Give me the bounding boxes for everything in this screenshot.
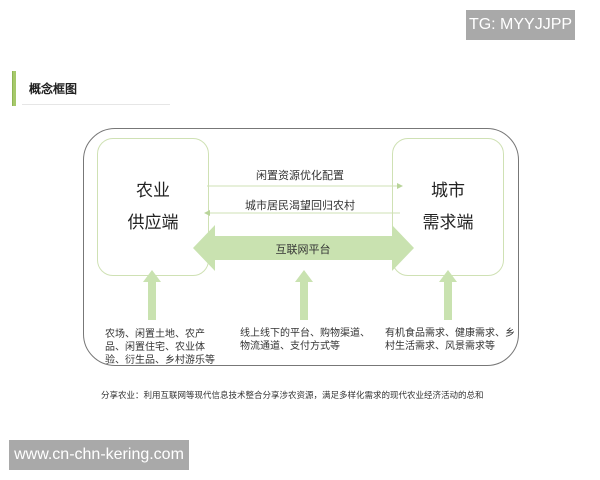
up-arrow-icon <box>439 270 457 320</box>
section-divider <box>22 104 170 105</box>
watermark-top: TG: MYYJJPP <box>466 10 575 40</box>
up-arrow-icon <box>295 270 313 320</box>
diagram-frame <box>83 128 519 366</box>
arrow-left-icon <box>204 210 400 216</box>
platform-inputs-text: 线上线下的平台、购物渠道、物流通道、支付方式等 <box>240 328 370 352</box>
demand-node-line1: 城市 <box>431 181 465 201</box>
platform-double-arrow-icon <box>193 225 414 271</box>
watermark-bottom: www.cn-chn-kering.com <box>9 440 189 470</box>
flow-label-resources: 闲置资源优化配置 <box>256 169 344 182</box>
section-title: 概念框图 <box>29 82 78 96</box>
up-arrow-icon <box>143 270 161 320</box>
flow-label-return: 城市居民渴望回归农村 <box>245 199 355 212</box>
supply-node-line2: 供应端 <box>127 213 179 233</box>
supply-inputs-text: 农场、闲置土地、农产品、闲置住宅、农业体验、衍生品、乡村游乐等 <box>105 329 215 366</box>
supply-node-line1: 农业 <box>136 181 170 201</box>
diagram-caption: 分享农业：利用互联网等现代信息技术整合分享涉农资源，满足多样化需求的现代农业经济… <box>101 391 484 401</box>
section-accent-bar <box>12 71 16 106</box>
demand-node: 城市 需求端 <box>392 138 504 276</box>
arrow-right-icon <box>207 183 403 189</box>
platform-label: 互联网平台 <box>275 243 331 256</box>
demand-node-line2: 需求端 <box>422 213 474 233</box>
demand-inputs-text: 有机食品需求、健康需求、乡村生活需求、风景需求等 <box>385 328 515 352</box>
